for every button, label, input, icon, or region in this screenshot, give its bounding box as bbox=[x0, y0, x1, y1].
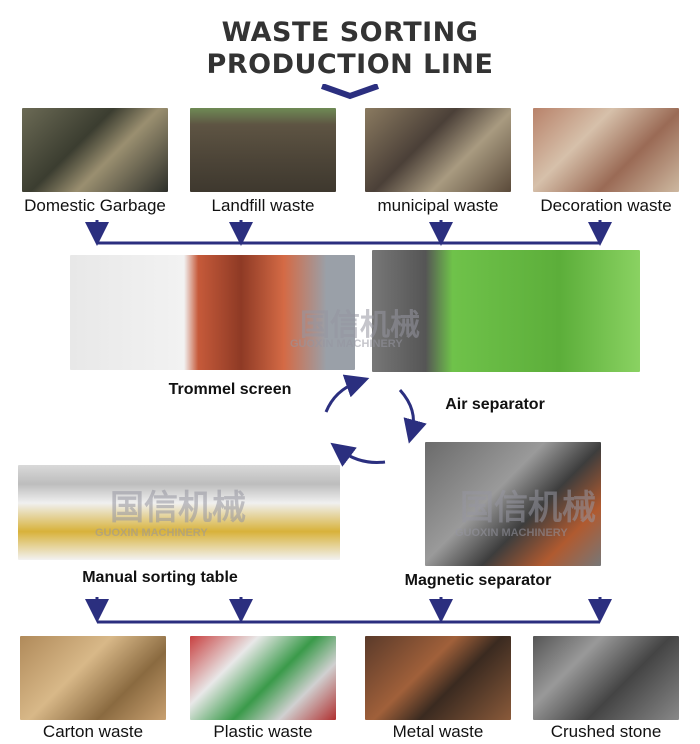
manual-sorting-table-label: Manual sorting table bbox=[82, 569, 238, 586]
output-label: Plastic waste bbox=[213, 722, 313, 741]
trommel-screen-image bbox=[70, 255, 355, 370]
metal-waste-photo bbox=[365, 636, 511, 720]
manual-sorting-table-image bbox=[18, 465, 340, 560]
plastic-waste-photo bbox=[190, 636, 336, 720]
watermark-cn: 国信机械 bbox=[110, 489, 246, 527]
magnetic-separator-label: Magnetic separator bbox=[404, 572, 552, 589]
magnetic-separator-image bbox=[425, 442, 601, 566]
output-label: Metal waste bbox=[392, 722, 484, 741]
air-separator-image bbox=[372, 250, 640, 372]
input-label: Landfill waste bbox=[211, 196, 315, 215]
carton-waste-photo bbox=[20, 636, 166, 720]
landfill-waste-photo bbox=[190, 108, 336, 192]
input-label: Decoration waste bbox=[540, 196, 672, 215]
decoration-waste-photo bbox=[533, 108, 679, 192]
watermark-en: GUOXIN MACHINERY bbox=[455, 527, 568, 539]
output-label: Carton waste bbox=[42, 722, 144, 741]
title-line-2: PRODUCTION LINE bbox=[206, 49, 494, 80]
trommel-screen-label: Trommel screen bbox=[168, 381, 292, 398]
crushed-stone-photo bbox=[533, 636, 679, 720]
chevron-down-icon bbox=[320, 84, 380, 100]
watermark-cn: 国信机械 bbox=[460, 489, 596, 527]
watermark-en: GUOXIN MACHINERY bbox=[95, 527, 208, 539]
watermark-cn: 国信机械 bbox=[300, 309, 420, 342]
title-line-1: WASTE SORTING bbox=[221, 17, 479, 48]
watermark-en: GUOXIN MACHINERY bbox=[290, 338, 403, 350]
domestic-garbage-photo bbox=[22, 108, 168, 192]
output-label: Crushed stone bbox=[550, 722, 662, 741]
input-label: Domestic Garbage bbox=[24, 196, 166, 215]
air-separator-label: Air separator bbox=[445, 396, 545, 413]
municipal-waste-photo bbox=[365, 108, 511, 192]
input-label: municipal waste bbox=[377, 196, 499, 215]
